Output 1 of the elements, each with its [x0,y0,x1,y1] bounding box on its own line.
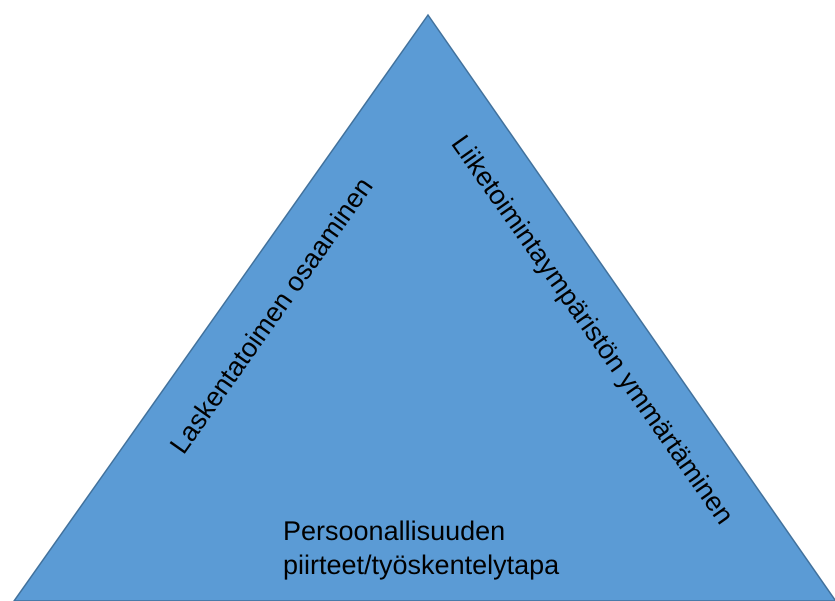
base-label: Persoonallisuuden piirteet/työskentelytapa [283,515,560,582]
